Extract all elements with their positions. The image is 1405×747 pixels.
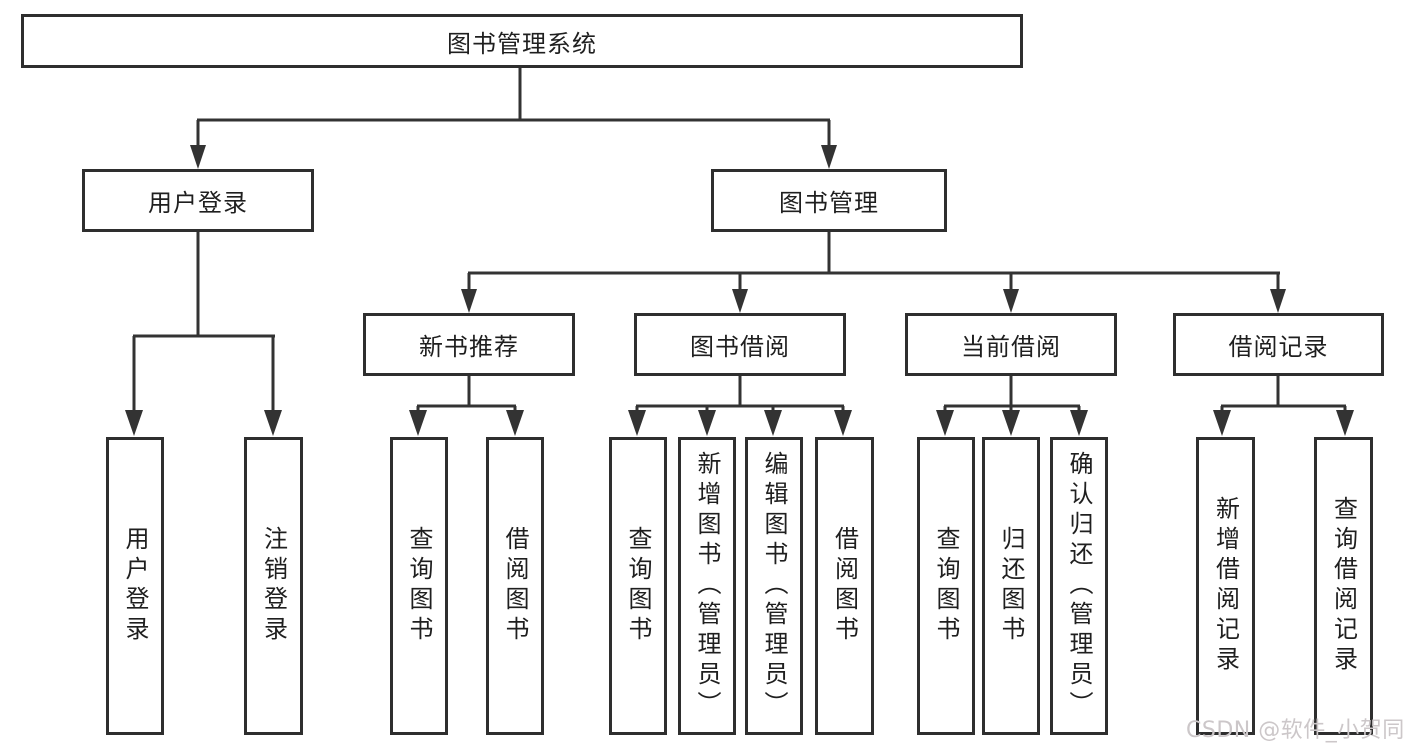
node-current-borrow: 当前借阅 [905, 313, 1117, 376]
arrowheads-book-borrow-leaves [628, 410, 852, 436]
node-label: 图书管理系统 [447, 29, 597, 58]
node-label: 新书推荐 [419, 333, 519, 361]
arrowheads-borrow-records-leaves [1213, 410, 1354, 436]
arrowhead-icon [732, 289, 748, 313]
node-leaf-query-books-1: 查询图书 [390, 437, 448, 735]
node-label: 归还图书 [997, 526, 1025, 646]
arrowhead-icon [698, 410, 716, 436]
node-label: 借阅图书 [830, 526, 859, 646]
node-leaf-add-borrow-record: 新增借阅记录 [1196, 437, 1255, 735]
node-leaf-confirm-return-admin: 确认归还（管理员） [1050, 437, 1108, 735]
node-leaf-add-books-admin: 新增图书（管理员） [678, 437, 736, 735]
arrowheads-new-books-leaves [409, 410, 524, 436]
arrowhead-icon [409, 410, 427, 436]
arrowhead-icon [125, 410, 143, 436]
node-label: 查询图书 [624, 526, 652, 646]
node-root: 图书管理系统 [21, 14, 1023, 68]
node-label: 当前借阅 [961, 333, 1061, 361]
connector-root-to-level2 [196, 68, 831, 147]
node-leaf-edit-books-admin: 编辑图书（管理员） [745, 437, 803, 735]
node-label: 查询图书 [405, 526, 433, 646]
arrowhead-icon [834, 410, 852, 436]
arrowhead-icon [1002, 410, 1020, 436]
node-leaf-return-books: 归还图书 [982, 437, 1040, 735]
node-user-login: 用户登录 [82, 169, 314, 232]
connector-book-borrow-to-leaves [635, 376, 845, 412]
node-label: 用户登录 [121, 526, 149, 646]
arrowhead-icon [1003, 289, 1019, 313]
connector-book-mgmt-to-level3 [467, 232, 1280, 291]
arrowhead-icon [1213, 410, 1231, 436]
node-label: 图书管理 [779, 189, 879, 217]
node-leaf-query-borrow-record: 查询借阅记录 [1314, 437, 1373, 735]
arrowhead-icon [936, 410, 954, 436]
node-label: 新增图书（管理员） [693, 451, 721, 721]
arrowhead-icon [764, 410, 782, 436]
node-leaf-borrow-books-2: 借阅图书 [815, 437, 874, 735]
arrowhead-icon [1270, 289, 1286, 313]
node-leaf-user-login: 用户登录 [106, 437, 164, 735]
node-leaf-logout: 注销登录 [244, 437, 303, 735]
arrowhead-icon [821, 145, 837, 169]
connector-borrow-records-to-leaves [1220, 376, 1347, 412]
connector-new-books-to-leaves [416, 376, 517, 412]
arrowhead-icon [1070, 410, 1088, 436]
arrowheads-level2 [190, 145, 837, 169]
arrowhead-icon [264, 410, 282, 436]
arrowhead-icon [506, 410, 524, 436]
csdn-watermark: CSDN @软件_小贺同学 [1186, 718, 1405, 743]
node-leaf-borrow-books-1: 借阅图书 [486, 437, 544, 735]
node-new-books: 新书推荐 [363, 313, 575, 376]
arrowhead-icon [1336, 410, 1354, 436]
arrowhead-icon [461, 289, 477, 313]
node-label: 图书借阅 [690, 333, 790, 361]
node-label: 借阅图书 [501, 526, 529, 646]
arrowhead-icon [190, 145, 206, 169]
node-label: 注销登录 [259, 526, 288, 646]
node-borrow-records: 借阅记录 [1173, 313, 1384, 376]
node-label: 借阅记录 [1228, 333, 1329, 361]
node-book-mgmt: 图书管理 [711, 169, 947, 232]
node-leaf-query-books-3: 查询图书 [917, 437, 975, 735]
node-book-borrow: 图书借阅 [634, 313, 846, 376]
node-label: 新增借阅记录 [1211, 496, 1240, 676]
arrowheads-level3 [461, 289, 1286, 313]
arrowheads-current-borrow-leaves [936, 410, 1088, 436]
connector-user-login-to-leaves [132, 232, 275, 412]
node-label: 确认归还（管理员） [1065, 451, 1093, 721]
connector-current-borrow-to-leaves [943, 376, 1081, 412]
node-leaf-query-books-2: 查询图书 [609, 437, 667, 735]
arrowheads-user-login-leaves [125, 410, 282, 436]
arrowhead-icon [628, 410, 646, 436]
node-label: 查询借阅记录 [1329, 496, 1358, 676]
node-label: 用户登录 [148, 189, 248, 217]
node-label: 编辑图书（管理员） [760, 451, 788, 721]
node-label: 查询图书 [932, 526, 960, 646]
